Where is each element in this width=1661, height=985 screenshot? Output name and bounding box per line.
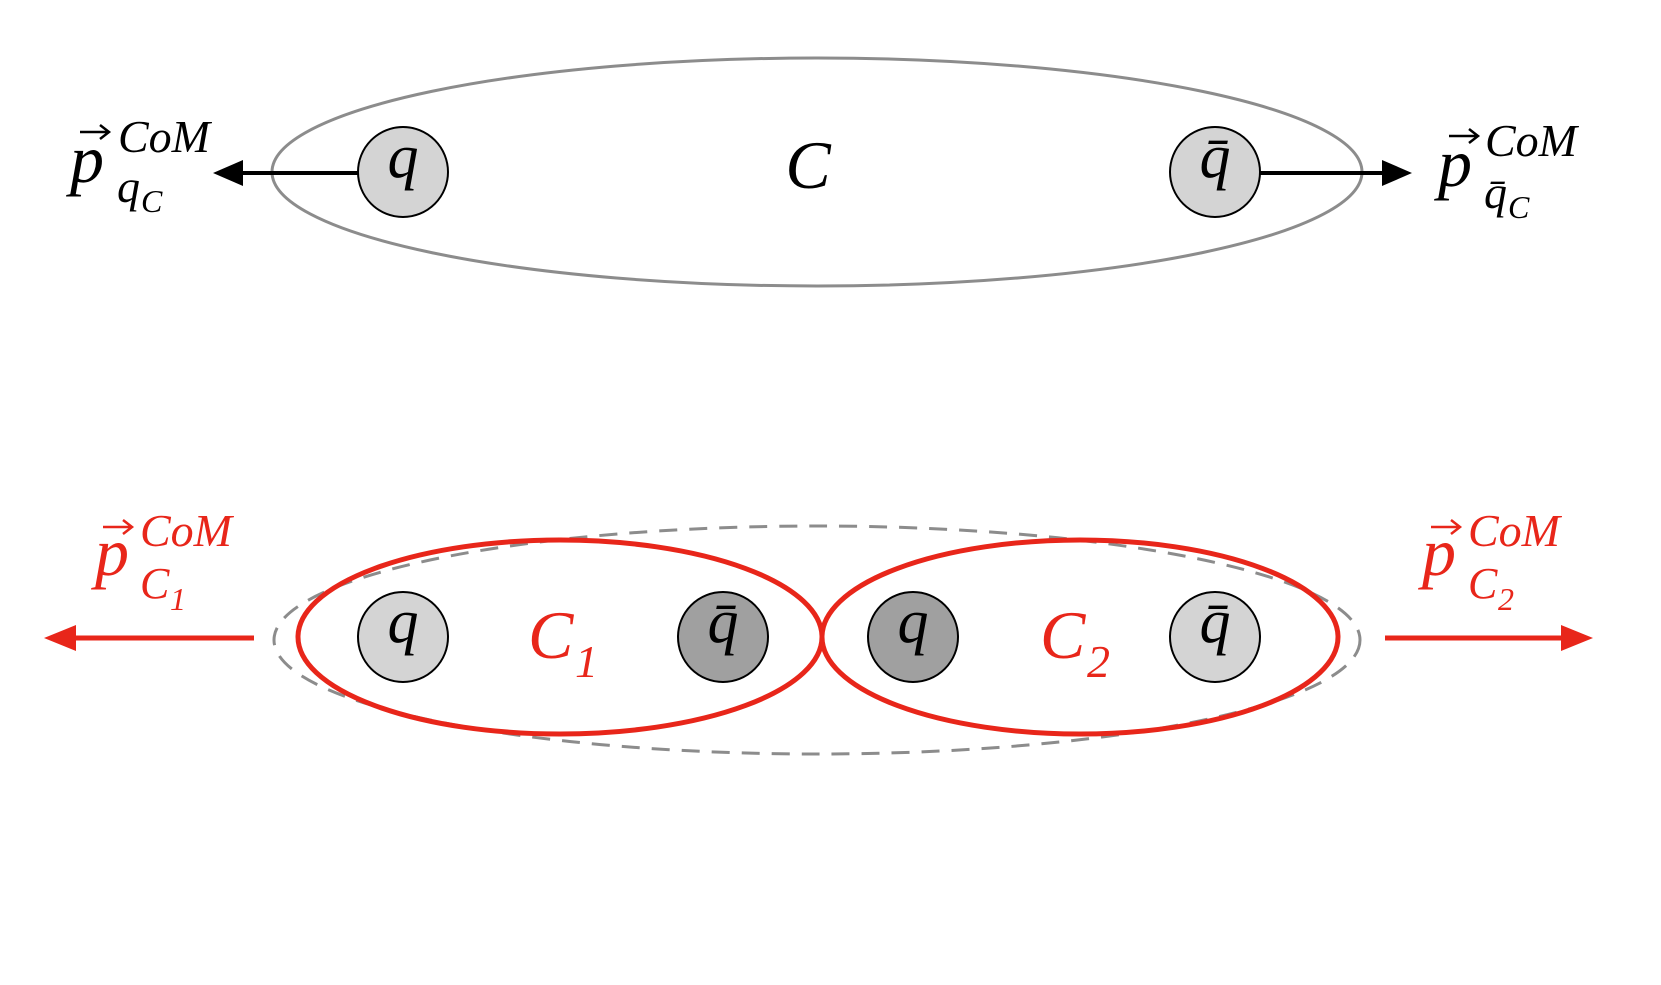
bottom-right-momentum-base: p: [1418, 514, 1456, 590]
bottom-right-momentum-label: p CoM C 2: [1418, 505, 1563, 617]
bottom-right-arrowhead: [1561, 625, 1593, 651]
top-right-vector-arrow: [1449, 128, 1481, 144]
top-right-arrowhead: [1382, 160, 1412, 186]
top-left-momentum-label: p CoM q C: [66, 111, 213, 219]
top-cluster-label: C: [785, 127, 831, 203]
bottom-left-momentum-subscript: C: [140, 559, 170, 608]
bottom-left-momentum-base: p: [91, 514, 129, 590]
top-left-quark-label: q: [388, 123, 419, 191]
bottom-quark-2-label: q̄: [708, 588, 739, 656]
bottom-right-momentum-superscript: CoM: [1468, 505, 1563, 556]
top-right-momentum-subscript-inner: C: [1508, 189, 1530, 225]
top-right-momentum-base: p: [1434, 125, 1472, 201]
bottom-left-arrowhead: [44, 625, 76, 651]
top-right-momentum-superscript: CoM: [1485, 115, 1580, 166]
cluster-c1-label: C: [528, 597, 574, 673]
cluster-c2-index: 2: [1087, 636, 1110, 687]
top-left-momentum-base: p: [66, 121, 104, 197]
bottom-quark-4-label: q̄: [1200, 588, 1231, 656]
top-right-momentum-label: p CoM q̄ C: [1434, 115, 1580, 225]
bottom-left-momentum-label: p CoM C 1: [91, 505, 235, 617]
top-left-vector-arrow: [80, 124, 112, 140]
top-diagram: C q q̄ p CoM q C p CoM q̄ C: [66, 56, 1580, 288]
top-left-momentum-subscript-inner: C: [141, 183, 163, 219]
top-right-momentum-subscript: q̄: [1484, 167, 1507, 218]
cluster-c2-label: C: [1040, 597, 1086, 673]
bottom-diagram: q q̄ q q̄ C 1 C 2 p CoM C 1 p CoM: [44, 505, 1593, 756]
bottom-quark-1-circle: [357, 591, 449, 683]
cluster-c1-index: 1: [575, 636, 598, 687]
top-right-quark-label: q̄: [1200, 123, 1231, 191]
bottom-left-momentum-superscript: CoM: [140, 505, 235, 556]
bottom-quark-3-label: q: [898, 588, 929, 656]
bottom-quark-3-circle: [867, 591, 959, 683]
bottom-right-vector-arrow: [1431, 519, 1463, 535]
bottom-parent-cluster-ellipse: [272, 524, 1362, 756]
bottom-left-momentum-subscript-index: 1: [170, 581, 186, 617]
bottom-quark-4-circle: [1169, 591, 1261, 683]
bottom-left-vector-arrow: [103, 519, 135, 535]
top-left-momentum-subscript: q: [117, 161, 140, 212]
bottom-quark-2-circle: [677, 591, 769, 683]
bottom-quark-1-label: q: [388, 588, 419, 656]
top-left-momentum-superscript: CoM: [118, 111, 213, 162]
top-left-arrowhead: [213, 160, 243, 186]
bottom-right-momentum-subscript-index: 2: [1498, 581, 1514, 617]
cluster-c2-ellipse: [819, 537, 1341, 737]
bottom-right-momentum-subscript: C: [1468, 559, 1498, 608]
